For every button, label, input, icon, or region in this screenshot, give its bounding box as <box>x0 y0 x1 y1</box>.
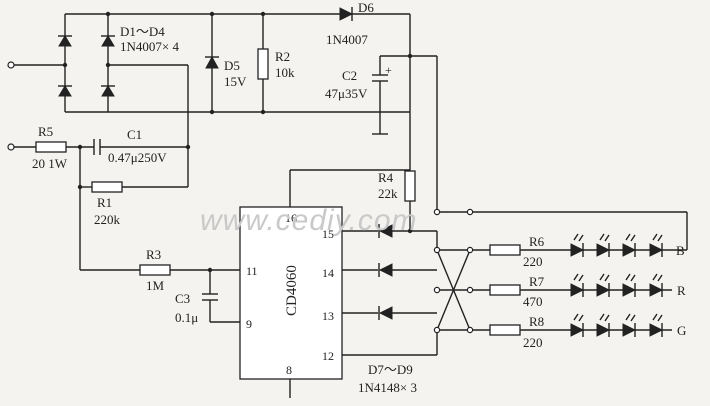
r2-value: 10k <box>275 65 295 80</box>
r3-label: R3 <box>146 247 161 262</box>
ic-cd4060 <box>239 169 438 398</box>
pin-11: 11 <box>246 264 258 278</box>
c3-label: C3 <box>175 291 190 306</box>
led-string-b <box>489 233 687 257</box>
resistor-r4 <box>404 141 416 231</box>
d5-label: D5 <box>224 58 240 73</box>
pin-13: 13 <box>322 309 334 323</box>
output-g-label: G <box>677 323 686 338</box>
r7-label: R7 <box>529 274 545 289</box>
d7-d9-part: 1N4148× 3 <box>358 380 417 395</box>
svg-text:+: + <box>385 63 392 77</box>
r7-value: 470 <box>523 294 543 309</box>
c1-value: 0.47μ250V <box>108 150 167 165</box>
c1-label: C1 <box>127 127 142 142</box>
output-b-label: B <box>676 243 685 258</box>
c2-value: 47μ35V <box>325 86 368 101</box>
resistor-r2 <box>257 11 269 115</box>
ic-label: CD4060 <box>284 265 300 316</box>
zener-d5 <box>205 11 219 115</box>
input-network <box>14 139 191 270</box>
d5-value: 15V <box>224 74 247 89</box>
ac-input-terminal-1 <box>7 61 15 69</box>
watermark: www.cediy.com <box>200 204 418 237</box>
timing-network <box>80 264 240 323</box>
capacitor-c2: + <box>372 55 410 135</box>
c2-label: C2 <box>342 68 357 83</box>
pin-16: 16 <box>285 211 297 225</box>
output-r-label: R <box>677 283 686 298</box>
bridge-rectifier <box>14 11 410 187</box>
pin-14: 14 <box>322 266 334 280</box>
pin-12: 12 <box>322 349 334 363</box>
d1-d4-part: 1N4007× 4 <box>120 39 179 54</box>
pin-9: 9 <box>246 317 252 331</box>
r4-label: R4 <box>378 170 394 185</box>
crossover-network <box>433 208 687 334</box>
d7-d9-label: D7～D9 <box>368 362 413 377</box>
r6-label: R6 <box>529 234 545 249</box>
pin-8: 8 <box>286 363 292 377</box>
d1-d4-label: D1～D4 <box>120 24 165 39</box>
pin-15: 15 <box>322 227 334 241</box>
r5-label: R5 <box>38 124 53 139</box>
r8-label: R8 <box>529 314 544 329</box>
led-string-g <box>489 313 672 337</box>
d6-part: 1N4007 <box>326 32 368 47</box>
r4-value: 22k <box>378 186 398 201</box>
r5-value: 20 1W <box>32 156 68 171</box>
c3-value: 0.1μ <box>175 310 198 325</box>
r2-label: R2 <box>275 49 290 64</box>
diode-d6 <box>339 7 438 212</box>
led-string-r <box>489 273 672 297</box>
diodes-d7-d9 <box>378 224 437 320</box>
d6-label: D6 <box>358 0 374 15</box>
r8-value: 220 <box>523 335 543 350</box>
r6-value: 220 <box>523 254 543 269</box>
r3-value: 1M <box>146 278 165 293</box>
ac-input-terminal-2 <box>7 143 15 151</box>
r1-value: 220k <box>94 212 121 227</box>
r1-label: R1 <box>97 195 112 210</box>
